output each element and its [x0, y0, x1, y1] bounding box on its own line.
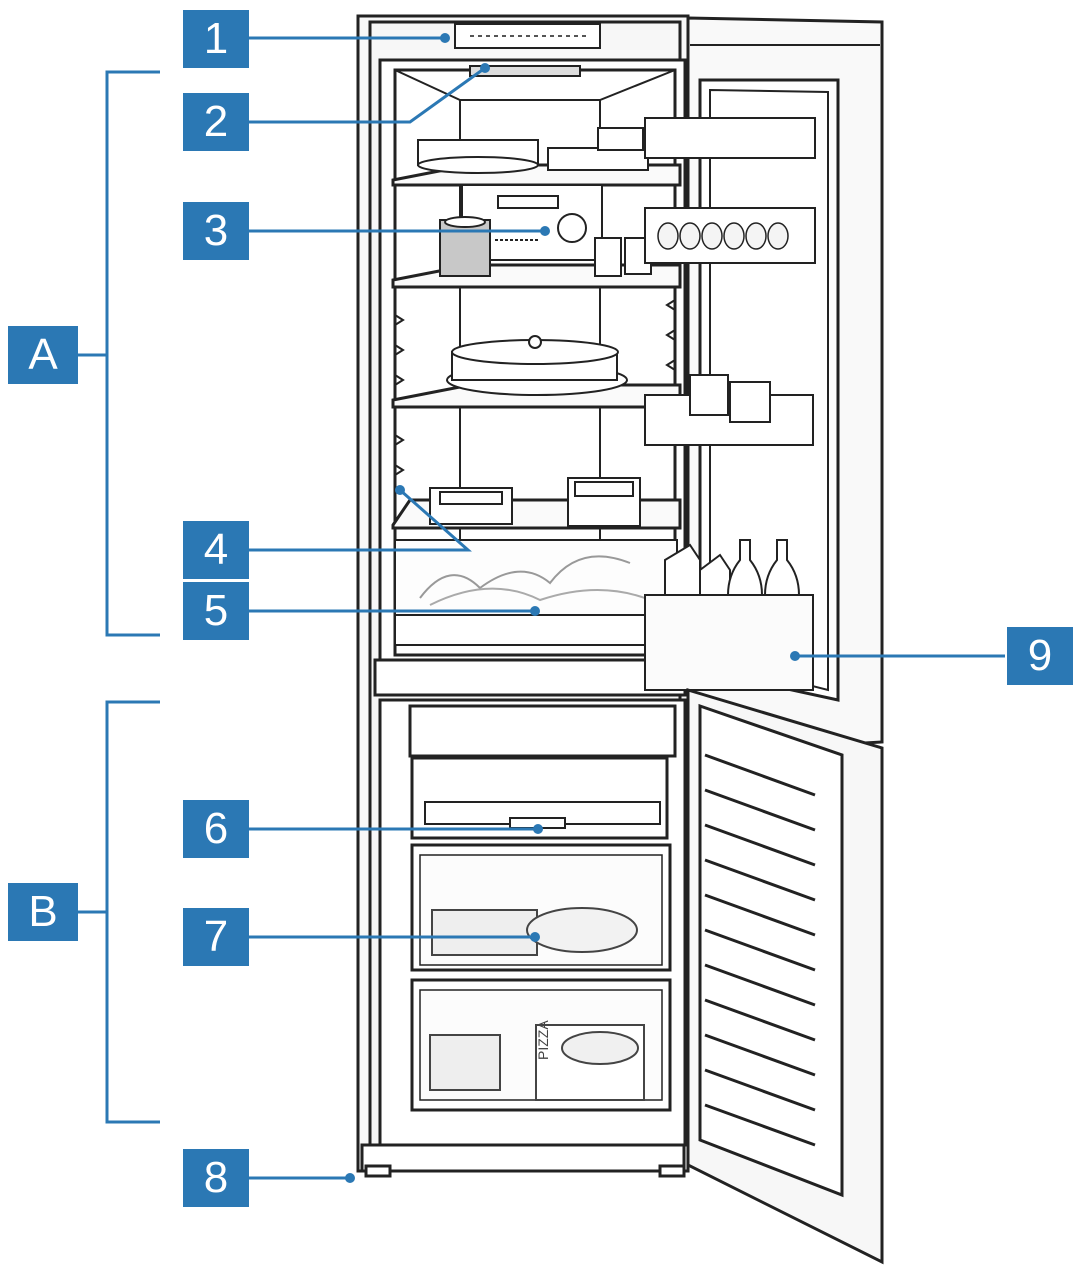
eggs: [657, 222, 789, 250]
food-containers: [429, 477, 641, 527]
bottle-rack: [644, 539, 814, 691]
zone-a-bracket: [75, 70, 160, 637]
control-panel: [454, 23, 601, 49]
shelf-supports: [394, 299, 676, 476]
callout-3-badge: 3: [183, 202, 249, 260]
jar-and-cups: [439, 216, 652, 277]
interior-light: [469, 65, 581, 77]
callout-2-badge: 2: [183, 93, 249, 151]
callout-1-badge: 1: [183, 10, 249, 68]
leader-dots: [345, 33, 800, 1183]
pizza-box-label: PIZZA: [535, 1020, 551, 1060]
appliance-base: [360, 1143, 686, 1178]
zone-a-badge: A: [8, 326, 78, 384]
callout-4-badge: 4: [183, 521, 249, 579]
zone-b-badge: B: [8, 883, 78, 941]
callout-6-badge: 6: [183, 800, 249, 858]
callout-8-badge: 8: [183, 1149, 249, 1207]
cans: [689, 374, 771, 423]
callout-7-badge: 7: [183, 908, 249, 966]
compartment-divider: [373, 658, 687, 697]
callout-5-badge: 5: [183, 582, 249, 640]
cake-dome: [446, 335, 628, 396]
vegetable-drawer: [394, 539, 678, 646]
leader-lines: [248, 36, 1005, 1180]
callout-9-badge: 9: [1007, 627, 1073, 685]
zone-b-bracket: [75, 700, 160, 1124]
ice-tray: [424, 801, 661, 829]
freezer-door-ridges: [704, 753, 816, 1147]
top-shelf-food: [417, 127, 649, 174]
freezer-door: [686, 687, 884, 1265]
frozen-food: PIZZA: [429, 907, 645, 1101]
